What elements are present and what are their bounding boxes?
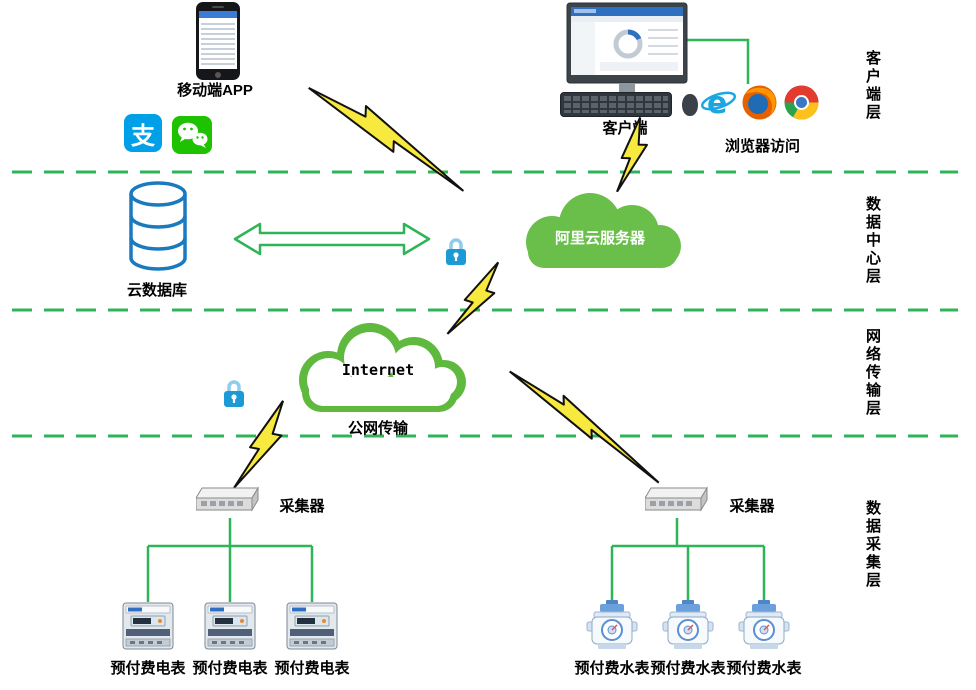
collector-right-label: 采集器 [729, 498, 775, 515]
chrome-browser-icon [783, 84, 820, 126]
electric-meter-icon [286, 602, 338, 655]
collector-left-label: 采集器 [279, 498, 325, 515]
mobile-app-label: 移动端APP [177, 82, 253, 99]
keyboard-icon [560, 92, 672, 117]
smartphone-icon [196, 2, 240, 80]
ie-browser-icon: e [700, 84, 737, 126]
layer-label-datacenter: 数据中心层 [864, 196, 881, 286]
mouse-icon [682, 94, 698, 116]
layer-label-acquisition: 数据采集层 [864, 500, 881, 590]
electric-meter-icon [122, 602, 174, 655]
phone-speaker [212, 6, 224, 8]
water-meter-icon [586, 600, 638, 655]
monitor-browser-connector [684, 38, 750, 84]
svg-text:e: e [707, 86, 727, 121]
cloud-db-label: 云数据库 [126, 282, 187, 299]
right-collector-tree [610, 518, 766, 602]
alipay-glyph: 支 [131, 122, 155, 150]
electric-meter-icon [204, 602, 256, 655]
water-meter-icon [662, 600, 714, 655]
water-meter-label: 预付费水表 [574, 660, 650, 677]
layer-label-network: 网络传输层 [864, 328, 881, 418]
collector-icon [195, 486, 260, 525]
collector-icon [644, 486, 709, 525]
lock-icon [222, 378, 246, 415]
layer-label-client: 客户端层 [864, 50, 881, 122]
lightning-bolt-phone-cloud-icon [300, 72, 473, 204]
internet-label: Internet [341, 361, 415, 379]
monitor-icon [566, 2, 688, 117]
aliyun-cloud-icon [510, 186, 690, 279]
lightning-bolt-aliyun-internet-icon [436, 255, 512, 344]
wechat-icon [172, 116, 212, 159]
water-meter-label: 预付费水表 [650, 660, 726, 677]
internet-cloud-icon [282, 316, 474, 425]
electric-meter-label: 预付费电表 [274, 660, 350, 677]
lightning-bolt-client-aliyun-icon [604, 113, 657, 196]
database-icon [127, 180, 189, 277]
phone-screen [199, 11, 237, 69]
electric-meter-label: 预付费电表 [110, 660, 186, 677]
left-collector-tree [146, 518, 314, 602]
aliyun-server-label: 阿里云服务器 [554, 230, 645, 247]
lock-icon [444, 236, 468, 273]
firefox-browser-icon [741, 84, 778, 126]
water-meter-icon [738, 600, 790, 655]
water-meter-label: 预付费水表 [726, 660, 802, 677]
alipay-icon: 支 [124, 114, 162, 152]
double-arrow-icon [232, 220, 432, 263]
browser-access-label: 浏览器访问 [724, 138, 800, 155]
phone-home-button [215, 72, 221, 78]
public-net-label: 公网传输 [347, 420, 408, 437]
electric-meter-label: 预付费电表 [192, 660, 268, 677]
lightning-bolt-internet-right-collector-icon [503, 360, 667, 493]
